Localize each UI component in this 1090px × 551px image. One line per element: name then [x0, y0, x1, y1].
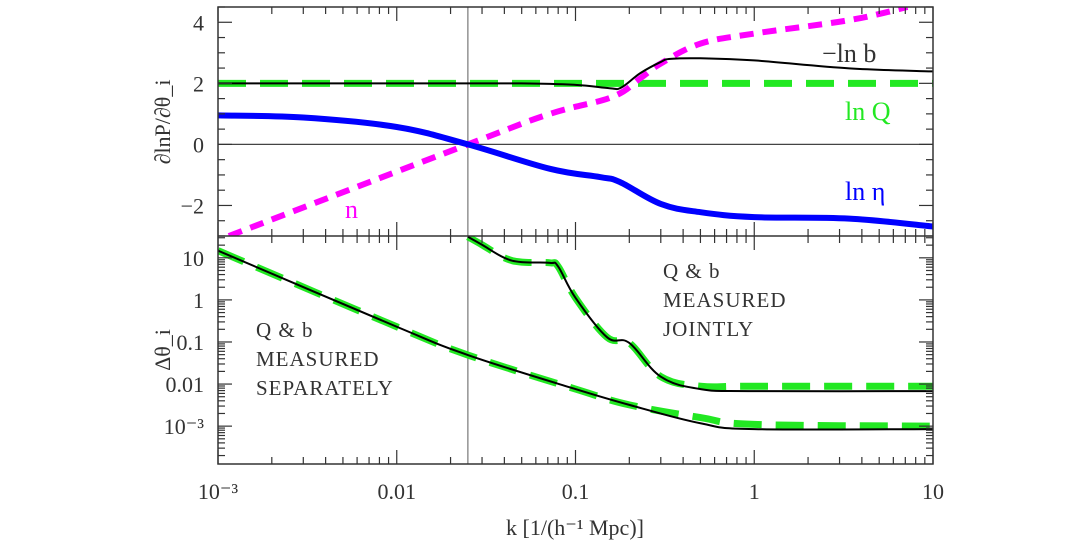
- top-series-label-neg-ln-b: −ln b: [822, 39, 876, 68]
- top-y-tick-label: 0: [193, 132, 204, 157]
- x-tick-label: 10: [922, 479, 944, 504]
- top-series-label-n: n: [345, 195, 358, 224]
- bottom-y-tick-label: 0.1: [177, 330, 205, 355]
- plot-lines: [218, 7, 933, 464]
- x-tick-label: 0.01: [378, 479, 417, 504]
- bottom-series-line-separately-1: [218, 249, 933, 431]
- bottom-y-tick-label: 1: [193, 288, 204, 313]
- annotation-jointly-line1: Q & b: [663, 259, 721, 283]
- x-tick-label: 1: [749, 479, 760, 504]
- labels: −ln b ln Q ln η n Q & b MEASURED SEPARAT…: [150, 39, 891, 540]
- annotation-separately-line2: MEASURED: [256, 347, 380, 371]
- top-series-line-2: [218, 112, 933, 230]
- annotation-separately-line1: Q & b: [256, 318, 314, 342]
- bottom-y-axis-title: Δθ_i: [150, 329, 175, 371]
- annotation-jointly-line3: JOINTLY: [663, 317, 754, 341]
- bottom-series-line-jointly-3: [467, 236, 933, 393]
- annotation-separately-line3: SEPARATELY: [256, 376, 394, 400]
- axes: 4 2 0 −2 10 1 0.1 0.01 10⁻³ 10⁻³ 0.01 0.1 1 10: [164, 6, 944, 504]
- top-y-tick-label: 2: [193, 71, 204, 96]
- top-series-label-ln-q: ln Q: [845, 97, 891, 126]
- x-tick-label: 10⁻³: [198, 479, 239, 504]
- x-tick-label: 0.1: [562, 479, 590, 504]
- top-series-line-0: [218, 57, 933, 91]
- bottom-y-tick-label: 10⁻³: [164, 414, 205, 439]
- x-axis-title: k [1/(h⁻¹ Mpc)]: [506, 515, 644, 540]
- bottom-y-tick-label: 10: [182, 246, 204, 271]
- top-series-label-ln-eta: ln η: [845, 177, 885, 206]
- top-y-tick-label: 4: [193, 10, 204, 35]
- top-y-axis-title: ∂lnP/∂θ_i: [150, 80, 175, 165]
- bottom-y-tick-label: 0.01: [166, 372, 205, 397]
- top-y-tick-label: −2: [181, 193, 204, 218]
- annotation-jointly-line2: MEASURED: [663, 288, 787, 312]
